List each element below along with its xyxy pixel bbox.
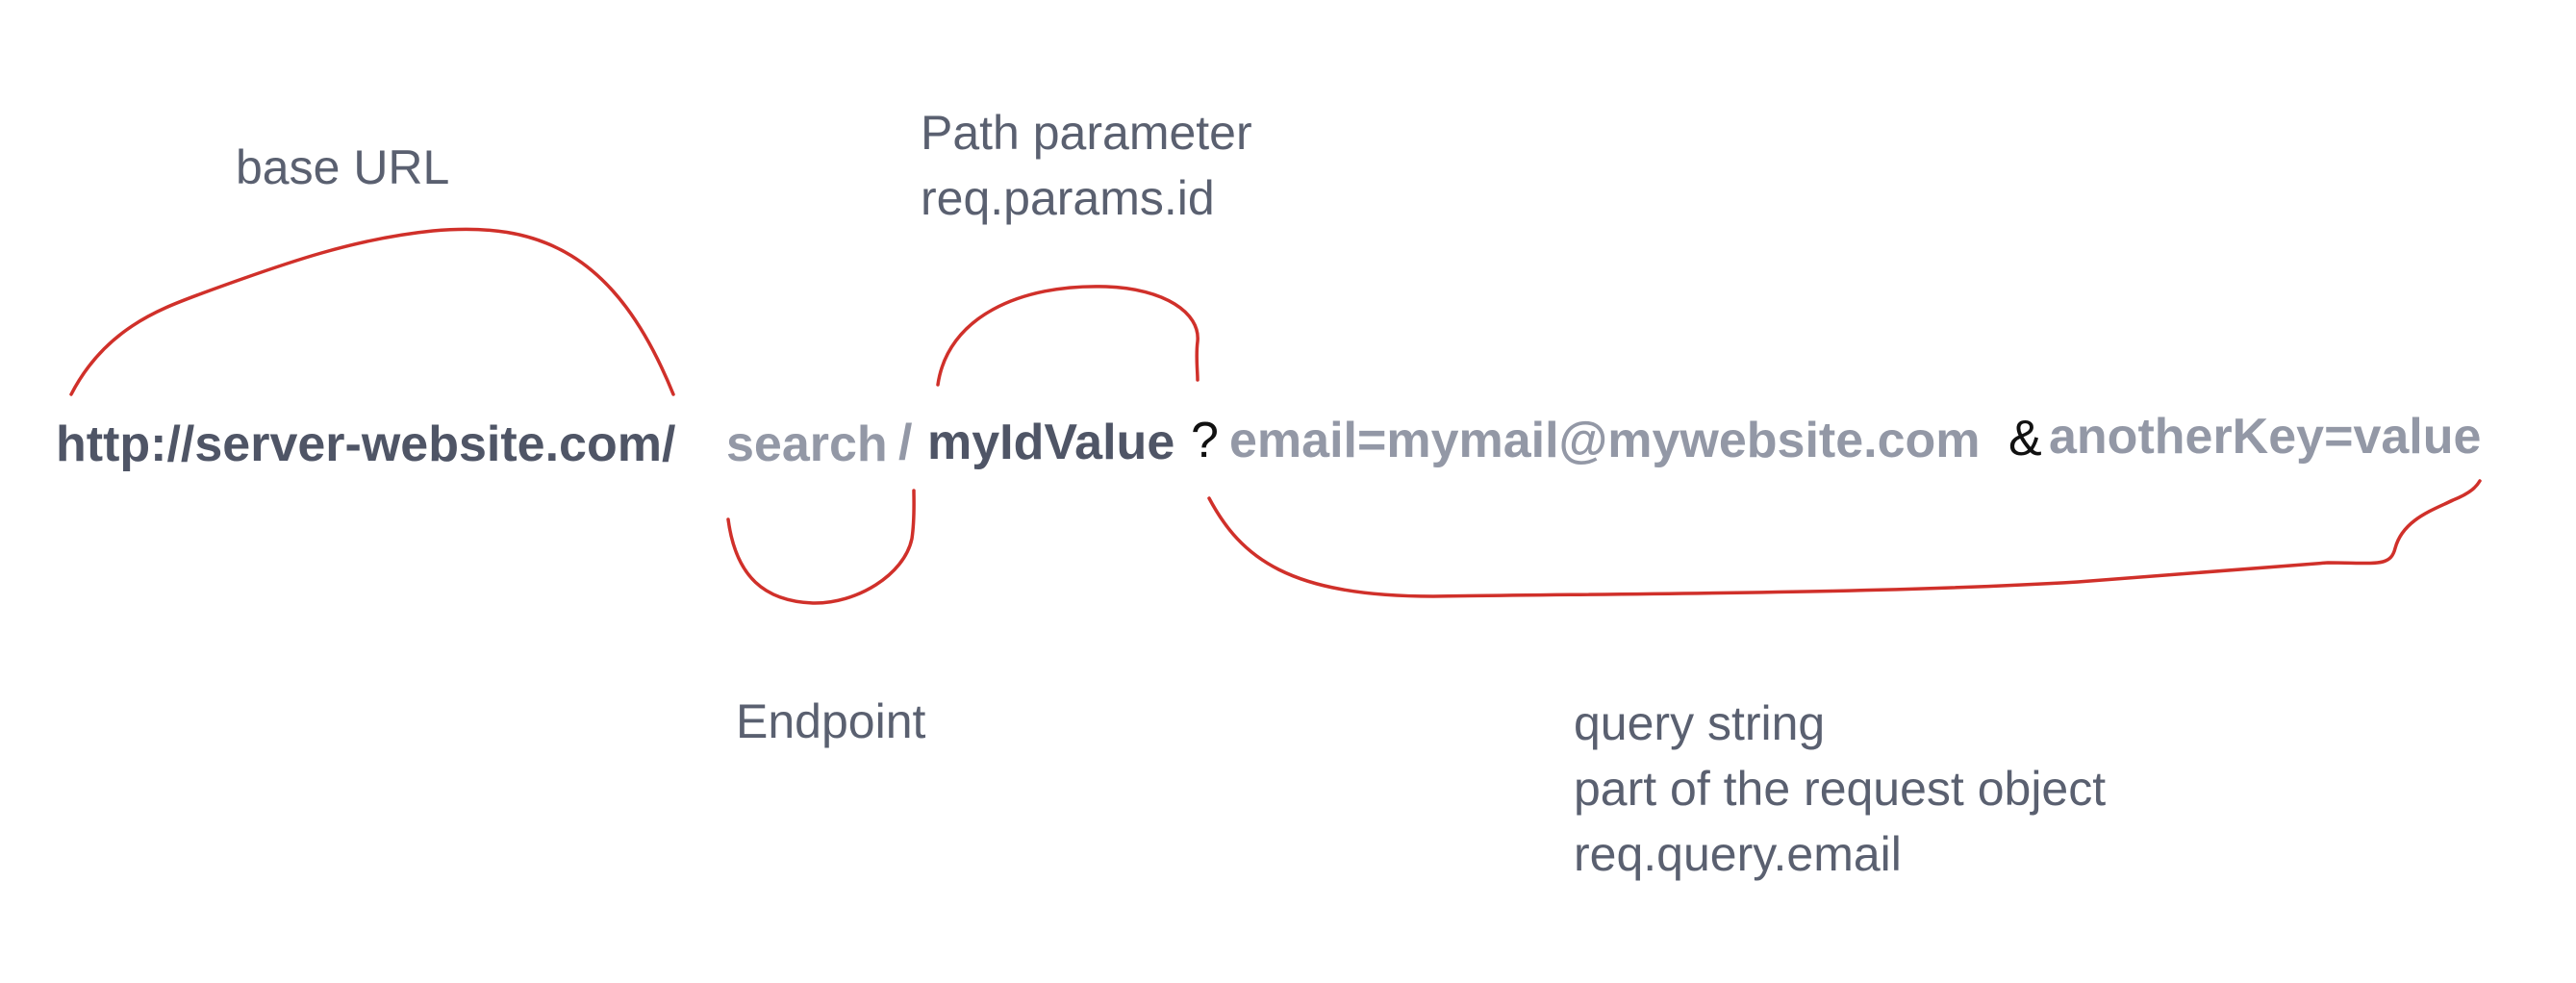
query-string-access: req.query.email [1574, 827, 1902, 881]
url-base: http://server-website.com/ [56, 416, 676, 472]
query-string-title: query string [1574, 696, 1826, 750]
path-parameter-bracket [936, 285, 1200, 387]
url-ampersand: & [2008, 411, 2042, 466]
endpoint-bracket [726, 489, 916, 605]
url-path-value: myIdValue [927, 415, 1175, 470]
endpoint-label: Endpoint [736, 694, 926, 748]
url-question-mark: ? [1191, 413, 1219, 468]
url-another-param: anotherKey=value [2049, 409, 2482, 465]
query-string-bracket [1207, 479, 2482, 598]
base-url-label: base URL [236, 140, 450, 194]
url-endpoint: search [726, 416, 888, 472]
path-parameter-title: Path parameter [921, 106, 1252, 160]
path-parameter-access: req.params.id [921, 171, 1215, 225]
url-slash: / [898, 415, 913, 470]
base-url-bracket [69, 227, 675, 396]
url-email-param: email=mymail@mywebsite.com [1229, 413, 1981, 468]
query-string-description: part of the request object [1574, 762, 2107, 816]
